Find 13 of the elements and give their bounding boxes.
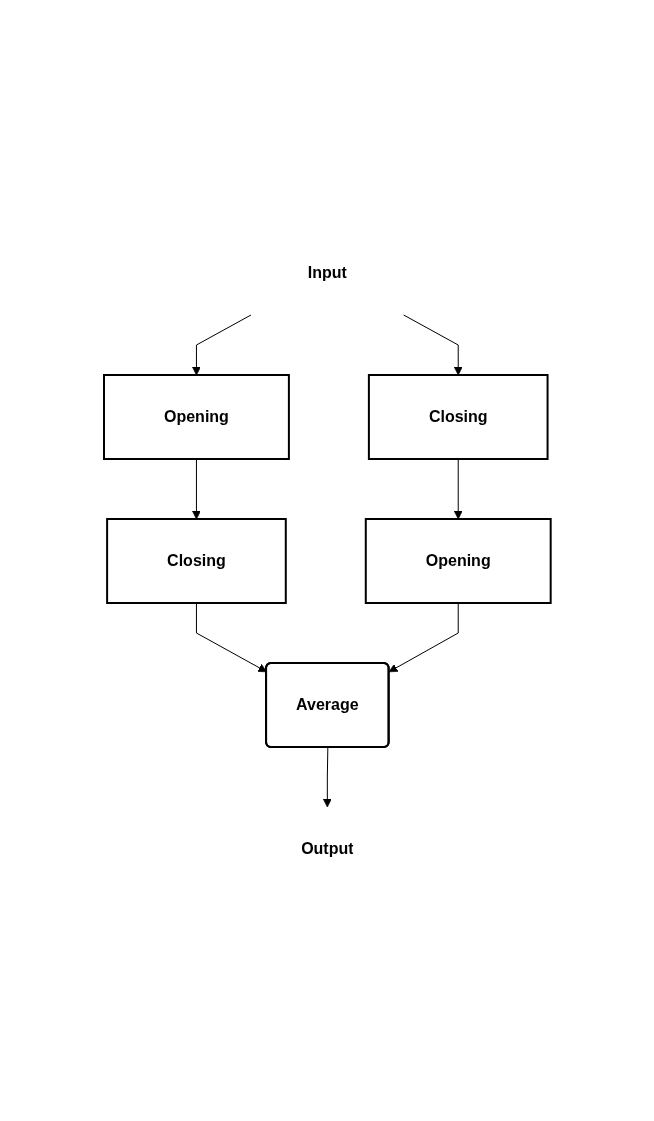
node-text: Input xyxy=(307,263,347,281)
node-box: Closing xyxy=(367,373,549,460)
arrow xyxy=(388,602,459,672)
arrow xyxy=(322,746,332,807)
node-box: Opening xyxy=(102,373,290,460)
node-box: Opening xyxy=(364,517,552,604)
arrow xyxy=(191,458,201,519)
arrow xyxy=(191,314,252,375)
arrow xyxy=(402,314,463,375)
arrow xyxy=(195,602,267,672)
arrow xyxy=(453,458,463,519)
node-box: Closing xyxy=(105,517,287,604)
node-text: Output xyxy=(300,839,354,857)
